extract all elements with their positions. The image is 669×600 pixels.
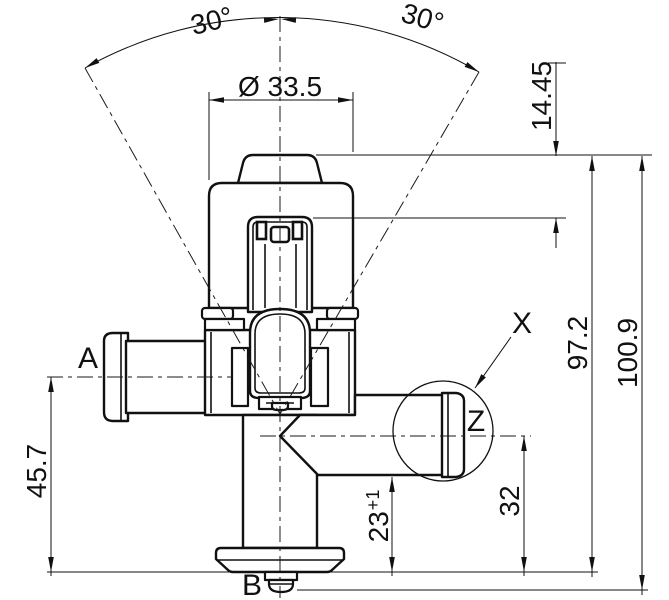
label-detail-x: X	[512, 307, 532, 340]
connector-pin-right	[291, 220, 304, 241]
label-port-b: B	[242, 569, 262, 600]
arrowhead	[209, 97, 224, 103]
arrowhead	[521, 557, 527, 572]
valve-body	[102, 153, 466, 594]
swing-radial-right	[279, 71, 480, 415]
coil-window-right	[309, 346, 330, 408]
dim-angle-right-label: 30°	[398, 0, 447, 39]
arrowhead	[281, 17, 297, 23]
dim-outlet-height-value: 23	[363, 511, 394, 542]
dim-outlet-height-label: 23+1	[363, 490, 394, 543]
centerlines	[47, 16, 531, 598]
dim-diameter-label: Ø 33.5	[238, 71, 322, 102]
arrowhead	[553, 218, 559, 233]
detail-circle	[392, 380, 494, 482]
mounting-tab-base-left	[203, 317, 246, 332]
arrowhead	[553, 141, 559, 156]
dim-upper-height-label: 97.2	[562, 316, 593, 371]
arrowhead	[389, 557, 395, 572]
dim-angle-left-label: 30°	[187, 1, 236, 41]
dim-cap-offset-label: 14.45	[526, 61, 557, 131]
arrowhead	[464, 62, 479, 72]
connector-pin-left	[255, 220, 268, 241]
mounting-tab-bar-right	[325, 306, 360, 321]
arrowhead	[85, 58, 100, 68]
label-detail-z: Z	[467, 405, 485, 438]
side-port-barb	[440, 391, 466, 479]
arrowhead	[589, 557, 595, 572]
arrowhead	[389, 477, 395, 492]
mounting-tab-bar-left	[200, 306, 235, 321]
dim-port-a-height-label: 45.7	[21, 444, 52, 499]
port-b-nipple	[263, 570, 299, 582]
valve-plug-dome-inner	[254, 313, 306, 394]
arrowhead	[521, 436, 527, 451]
dimension-texts: 30° 30° Ø 33.5 14.45 97.2 100.9 45.7 32 …	[21, 0, 643, 600]
mounting-tab-base-right	[315, 317, 357, 332]
connector-socket-inner	[252, 221, 308, 310]
arrowhead	[338, 97, 353, 103]
arrowhead	[589, 156, 595, 171]
arrowhead	[48, 377, 54, 392]
arrowhead	[639, 575, 645, 590]
dim-outlet-height-tolerance: +1	[363, 490, 383, 511]
arrowhead	[475, 374, 486, 388]
swing-radial-left	[84, 67, 281, 415]
coil-window-left	[230, 346, 250, 408]
dim-overall-height-label: 100.9	[612, 318, 643, 388]
arrowhead	[639, 156, 645, 171]
angle-arc	[84, 17, 480, 73]
port-b-nipple-dome	[267, 578, 295, 594]
label-port-a: A	[78, 342, 98, 375]
dimension-arrowheads	[48, 17, 645, 590]
arrowhead	[263, 17, 279, 23]
dim-side-port-height-label: 32	[494, 485, 525, 516]
arrowhead	[48, 557, 54, 572]
